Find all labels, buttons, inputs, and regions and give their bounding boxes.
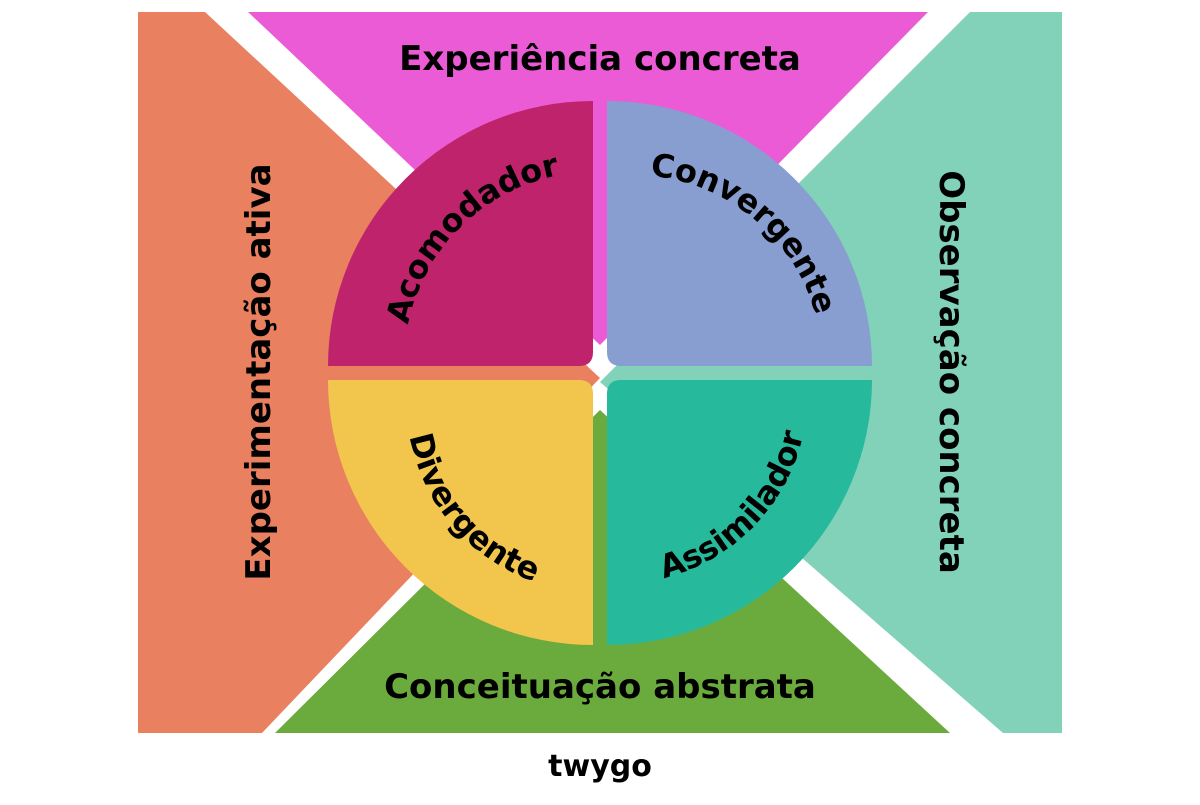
side-label-right: Observação concreta xyxy=(931,170,971,574)
quadrant-convergent xyxy=(607,101,872,366)
quadrant-accomodator xyxy=(328,101,593,366)
side-left xyxy=(138,12,600,733)
side-label-top: Experiência concreta xyxy=(399,39,801,79)
quadrant-divergent xyxy=(328,380,593,645)
quadrant-assimilator xyxy=(607,380,872,645)
side-label-left: Experimentação ativa xyxy=(239,163,279,580)
side-label-bottom: Conceituação abstrata xyxy=(384,667,816,707)
brand-logo: twygo xyxy=(548,749,652,784)
side-right xyxy=(600,12,1062,733)
